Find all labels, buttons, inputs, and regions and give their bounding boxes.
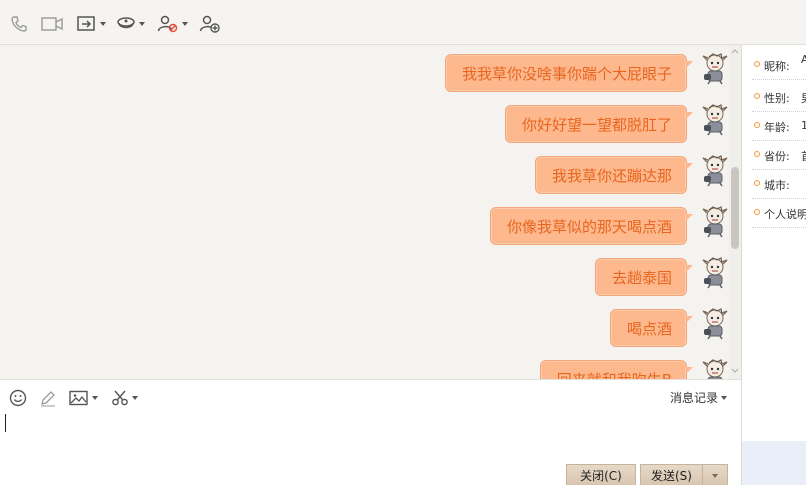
message-composer: 消息记录 关闭(C) 发送(S) (0, 379, 741, 485)
close-button[interactable]: 关闭(C) (566, 464, 636, 485)
chevron-down-icon (182, 22, 188, 26)
message-bubble: 喝点酒 (609, 309, 694, 347)
message-history-label: 消息记录 (669, 391, 718, 405)
remote-assist-icon[interactable] (116, 13, 145, 35)
emoji-icon[interactable] (9, 389, 27, 407)
profile-row-province: 省份: 首 (752, 141, 806, 170)
avatar[interactable] (699, 153, 729, 187)
message-row: 我我草你还蹦达那 (534, 153, 729, 194)
profile-row-gender: 性别: 男 (752, 83, 806, 112)
profile-label: 城市: (764, 179, 790, 192)
profile-label: 昵称: (764, 60, 790, 73)
font-style-icon[interactable] (39, 389, 57, 407)
profile-label: 性别: (764, 92, 790, 105)
bullet-icon (754, 209, 760, 215)
chevron-down-icon (100, 22, 106, 26)
message-input[interactable] (0, 412, 741, 462)
message-bubble: 你好好望一望都脱肛了 (504, 105, 694, 143)
message-row: 你像我草似的那天喝点酒 (489, 204, 729, 245)
profile-label: 年龄: (764, 121, 790, 134)
add-friend-icon[interactable] (199, 13, 221, 35)
profile-value: 首 (801, 148, 806, 164)
message-bubble: 你像我草似的那天喝点酒 (489, 207, 694, 245)
chevron-down-icon (721, 395, 727, 400)
profile-label: 个人说明 (764, 208, 806, 221)
message-row: 你好好望一望都脱肛了 (504, 102, 729, 143)
chevron-down-icon (132, 396, 138, 400)
avatar[interactable] (699, 102, 729, 136)
message-bubble: 我我草你还蹦达那 (534, 156, 694, 194)
bullet-icon (754, 180, 760, 186)
avatar[interactable] (699, 306, 729, 340)
profile-row-age: 年龄: 1 (752, 112, 806, 141)
message-bubble: 我我草你没啥事你踹个大屁眼子 (444, 54, 694, 92)
bullet-icon (754, 151, 760, 157)
chevron-down-icon (712, 474, 718, 478)
message-bubble: 去趟泰国 (594, 258, 694, 296)
bullet-icon (754, 93, 760, 99)
bullet-icon (754, 122, 760, 128)
message-row: 我我草你没啥事你踹个大屁眼子 (444, 51, 729, 92)
bullet-icon (754, 61, 760, 67)
scrollbar-thumb[interactable] (731, 167, 739, 249)
profile-row-bio: 个人说明 (752, 199, 806, 228)
chat-toolbar (0, 0, 806, 45)
contact-profile-panel: 昵称: A 性别: 男 年龄: 1 省份: 首 城市: 个人说明 (741, 45, 806, 485)
message-bubble: 回来就和我吹牛B (539, 360, 694, 379)
chat-history[interactable]: 我我草你没啥事你踹个大屁眼子 你好好望一望都脱肛了 我我草你还蹦达那 你像我草似… (0, 45, 741, 379)
scroll-up-icon[interactable] (731, 47, 739, 55)
scroll-down-icon[interactable] (731, 367, 739, 375)
share-screen-icon[interactable] (77, 13, 106, 35)
chevron-down-icon (139, 22, 145, 26)
composer-toolbar: 消息记录 (0, 380, 741, 414)
screenshot-scissors-icon[interactable] (111, 389, 138, 407)
message-row: 喝点酒 (609, 306, 729, 347)
block-user-icon[interactable] (157, 13, 188, 35)
send-button[interactable]: 发送(S) (640, 464, 702, 485)
send-options-button[interactable] (702, 464, 728, 485)
profile-row-city: 城市: (752, 170, 806, 199)
profile-row-nickname: 昵称: A (752, 51, 806, 80)
message-history-button[interactable]: 消息记录 (670, 389, 727, 406)
image-icon[interactable] (69, 389, 98, 407)
message-row: 去趟泰国 (594, 255, 729, 296)
avatar[interactable] (699, 255, 729, 289)
avatar[interactable] (699, 357, 729, 379)
avatar[interactable] (699, 51, 729, 85)
text-cursor (5, 414, 6, 432)
profile-value: 1 (801, 119, 806, 132)
phone-icon[interactable] (10, 13, 28, 35)
profile-value: A (801, 53, 806, 66)
avatar[interactable] (699, 204, 729, 238)
chevron-down-icon (92, 396, 98, 400)
message-row: 回来就和我吹牛B (539, 357, 729, 379)
profile-panel-footer (742, 441, 806, 485)
video-icon[interactable] (41, 13, 63, 35)
chat-scrollbar[interactable] (729, 45, 741, 379)
profile-label: 省份: (764, 150, 790, 163)
profile-value: 男 (801, 90, 806, 106)
